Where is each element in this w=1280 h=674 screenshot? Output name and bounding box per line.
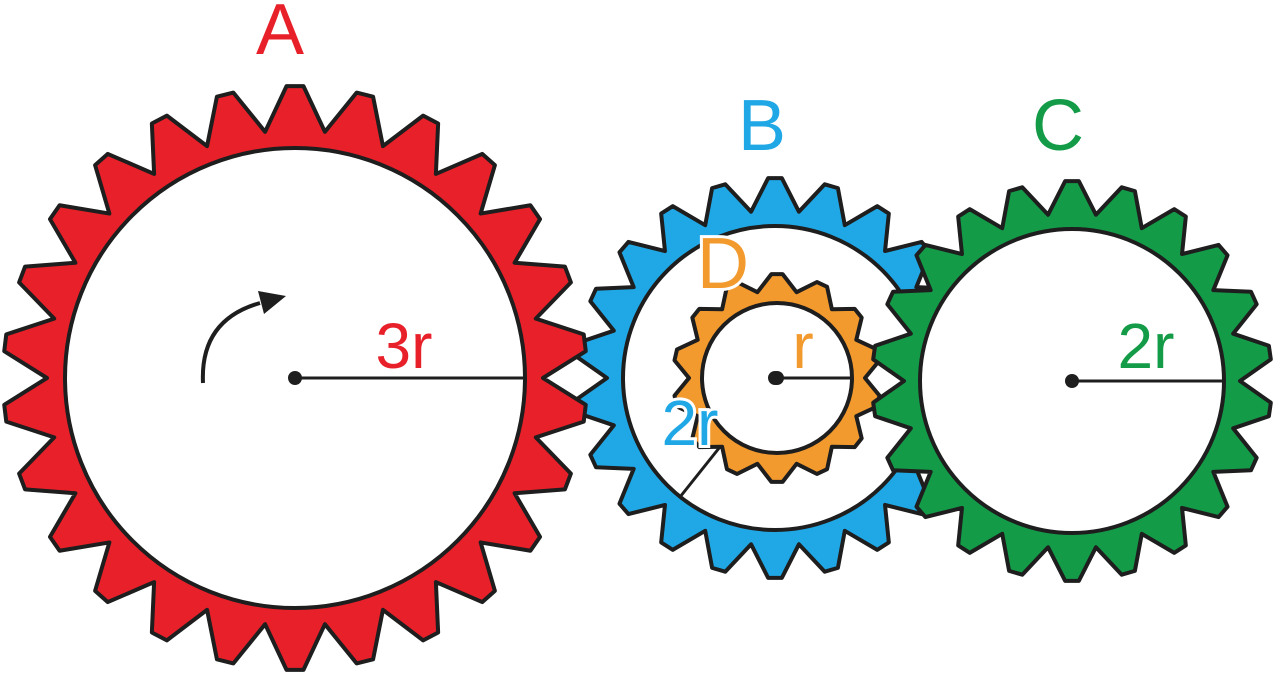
gear-b-radius-label: 2r	[662, 387, 719, 459]
gear-b-name: B	[738, 86, 786, 166]
gear-c-name: C	[1032, 86, 1084, 166]
gear-c-radius-label: 2r	[1118, 310, 1175, 382]
gear-c	[871, 179, 1273, 583]
gear-b-center	[768, 371, 782, 385]
gear-c-center	[1065, 374, 1079, 388]
gear-d-name: D	[697, 224, 749, 304]
gear-a	[2, 84, 588, 672]
gear-a-name: A	[256, 0, 304, 70]
gear-a-center	[288, 371, 302, 385]
gear-d-radius-label: r	[792, 310, 813, 382]
clockwise-arrow-icon	[200, 291, 286, 384]
gear-a-radius-label: 3r	[376, 310, 433, 382]
